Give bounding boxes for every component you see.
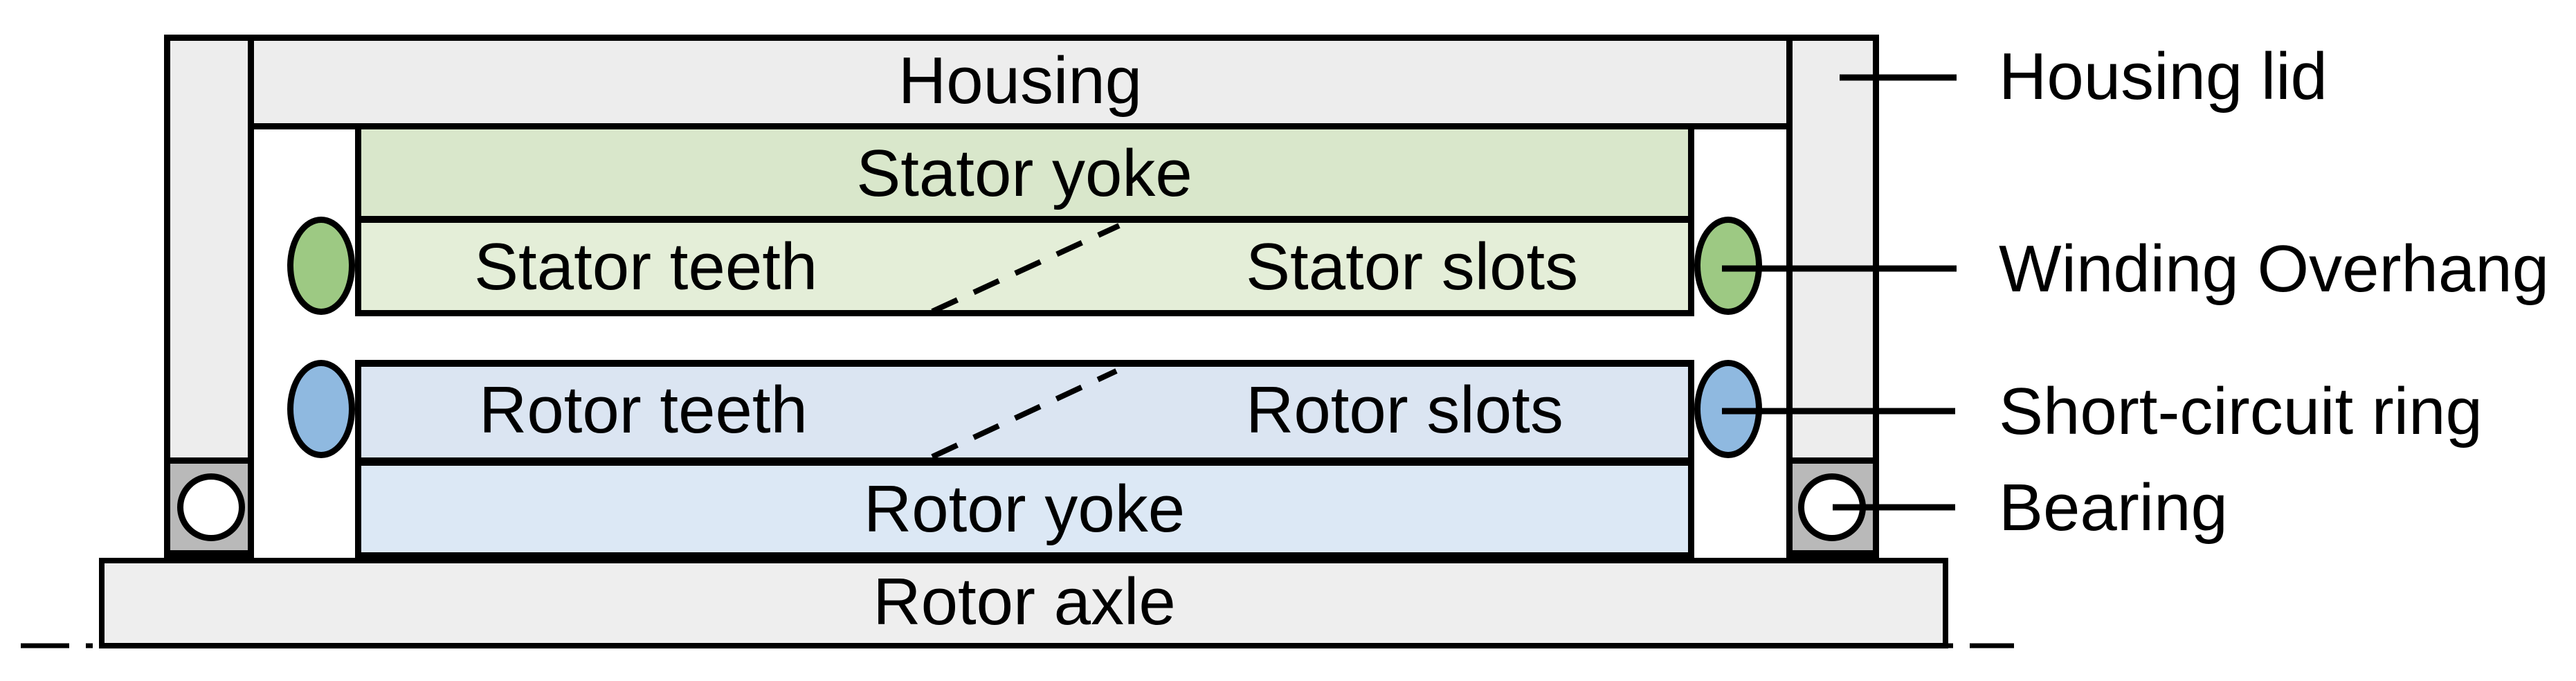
winding-overhang-callout: Winding Overhang — [1999, 232, 2550, 306]
short-circuit-ring-left — [287, 360, 355, 458]
housing-lid-left — [164, 35, 254, 464]
housing-lid-callout: Housing lid — [1999, 39, 2328, 113]
winding-overhang-right — [1694, 217, 1762, 315]
short-circuit-ring-callout: Short-circuit ring — [1999, 374, 2483, 448]
bearing-ball-right — [1798, 473, 1866, 541]
stator-slots-label: Stator slots — [1246, 230, 1579, 304]
housing-lid-right — [1786, 35, 1879, 464]
bearing-callout: Bearing — [1999, 471, 2228, 545]
short-circuit-ring-right — [1694, 360, 1762, 458]
winding-overhang-left — [287, 217, 355, 315]
bearing-ball-left — [177, 473, 245, 541]
rotor-axle — [99, 558, 1948, 648]
stator-teeth-label: Stator teeth — [474, 230, 818, 304]
rotor-yoke-label: Rotor yoke — [863, 472, 1186, 546]
stator-yoke — [355, 123, 1694, 223]
rotor-teeth-label: Rotor teeth — [479, 373, 808, 447]
housing-label: Housing — [898, 44, 1143, 118]
stator-yoke-label: Stator yoke — [856, 136, 1192, 210]
rotor-yoke — [355, 466, 1694, 559]
rotor-axle-label: Rotor axle — [873, 565, 1176, 639]
rotor-slots-label: Rotor slots — [1246, 373, 1563, 447]
